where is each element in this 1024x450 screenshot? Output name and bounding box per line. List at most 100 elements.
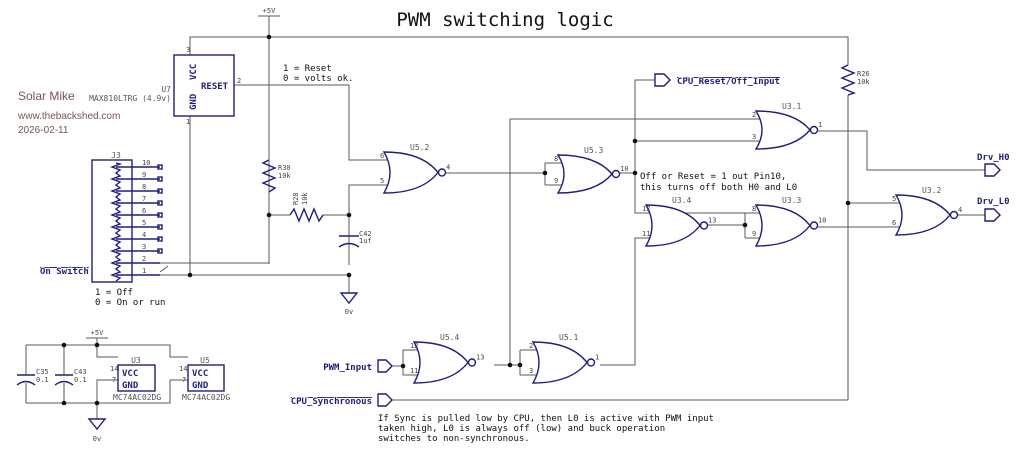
r28-resistor: R28 10k: [289, 192, 324, 223]
reset-note-1: 1 = Reset: [283, 64, 332, 74]
vcc-symbol-top: +5V: [258, 7, 280, 17]
svg-text:C43: C43: [74, 368, 87, 376]
gate-pin: 9: [752, 230, 756, 238]
j3-note-2: 0 = On or run: [95, 298, 165, 308]
gate-pin: 5: [380, 177, 384, 185]
gate-ref: U3.2: [922, 186, 941, 195]
gate-ref: U5.1: [559, 333, 578, 342]
port-pwm-input[interactable]: PWM_Input: [323, 359, 393, 373]
gate-ref: U3.3: [782, 196, 801, 205]
u7-reset-supervisor: VCC GND RESET 2 3 1 U7 MAX810LTRG (4.9v): [89, 46, 241, 126]
gate-ref: U5.4: [440, 333, 459, 342]
gate-pin: 8: [554, 155, 558, 163]
svg-text:MAX810LTRG (4.9v): MAX810LTRG (4.9v): [89, 94, 171, 103]
svg-text:10k: 10k: [301, 192, 309, 205]
j3-pin-number: 4: [142, 231, 146, 239]
gate-pin: 3: [752, 133, 756, 141]
svg-text:0.1: 0.1: [36, 376, 49, 384]
svg-text:VCC: VCC: [122, 369, 138, 379]
ground-symbol: 0v: [339, 292, 359, 316]
c42-capacitor: C42 1uf: [338, 230, 372, 248]
gate-pin: 13: [476, 354, 484, 362]
gate-pin: 5: [892, 195, 896, 203]
r30-resistor: R30 10k: [261, 159, 291, 193]
gate-pin: 1: [818, 121, 822, 129]
svg-text:C35: C35: [36, 368, 49, 376]
j3-pin-number: 3: [142, 243, 146, 251]
gate-ref: U5.3: [584, 146, 603, 155]
svg-text:1uf: 1uf: [359, 237, 372, 245]
j3-pin-number: 7: [142, 195, 146, 203]
author-date: 2026-02-11: [18, 125, 69, 136]
j3-pin-number: 8: [142, 183, 146, 191]
svg-text:3: 3: [186, 46, 190, 54]
svg-text:GND: GND: [192, 381, 209, 391]
svg-text:14: 14: [179, 365, 187, 373]
j3-pin-number: 6: [142, 207, 146, 215]
gate-pin: 13: [708, 217, 716, 225]
gate-pin: 6: [892, 219, 896, 227]
junctions: [187, 34, 851, 369]
port-drv-l0[interactable]: Drv_L0: [977, 197, 1010, 222]
nor-gate-u3-2: U3.2 5 6 4: [892, 186, 962, 236]
svg-text:R28: R28: [292, 192, 300, 205]
svg-text:Drv_L0: Drv_L0: [977, 197, 1010, 207]
gate-pin: 10: [620, 165, 628, 173]
svg-text:GND: GND: [122, 381, 139, 391]
svg-text:MC74AC02DG: MC74AC02DG: [182, 393, 230, 402]
sync-note-2: taken high, L0 is always off (low) and b…: [378, 424, 665, 434]
j3-pin-number: 1: [142, 267, 146, 275]
gate-ref: U5.2: [410, 143, 429, 152]
off-note-1: Off or Reset = 1 out Pin10,: [640, 172, 786, 182]
j3-pin-number: 2: [142, 255, 146, 263]
j3-pin-number: 9: [142, 171, 146, 179]
author-site: www.thebackshed.com: [17, 111, 120, 122]
gate-pin: 4: [446, 164, 450, 172]
gate-pin: 1: [595, 354, 599, 362]
svg-text:U7: U7: [161, 85, 171, 94]
svg-text:MC74AC02DG: MC74AC02DG: [113, 393, 161, 402]
reset-note-2: 0 = volts ok.: [283, 74, 353, 84]
author-name: Solar Mike: [18, 89, 75, 103]
svg-text:7: 7: [182, 376, 186, 384]
u3-power-unit: U3 VCC GND 14 7 MC74AC02DG: [110, 356, 161, 402]
svg-text:Drv_H0: Drv_H0: [977, 153, 1010, 163]
port-cpu-reset[interactable]: CPU_Reset/Off_Input: [654, 73, 780, 87]
j3-pin-number: 10: [142, 159, 150, 167]
svg-text:0v: 0v: [93, 435, 101, 443]
gate-pin: 11: [642, 230, 650, 238]
sync-note-1: If Sync is pulled low by CPU, then L0 is…: [378, 414, 714, 424]
gate-pin: 4: [958, 206, 962, 214]
svg-text:7: 7: [112, 376, 116, 384]
nor-gates: U5.2654U5.38910U3.1231U3.4121113U3.38910…: [380, 102, 962, 384]
svg-text:U5: U5: [200, 356, 210, 365]
svg-text:PWM_Input: PWM_Input: [323, 363, 372, 373]
svg-text:C42: C42: [359, 230, 372, 238]
svg-text:2: 2: [237, 77, 241, 85]
on-switch-label: On Switch: [40, 266, 89, 277]
gate-pin: 2: [529, 342, 533, 350]
svg-text:R30: R30: [278, 164, 291, 172]
gate-ref: U3.4: [672, 196, 691, 205]
port-drv-h0[interactable]: Drv_H0: [977, 153, 1010, 177]
j3-pin-number: 5: [142, 219, 146, 227]
port-cpu-synchronous[interactable]: CPU_Synchronous: [291, 393, 393, 407]
svg-text:0.1: 0.1: [74, 376, 87, 384]
svg-text:10k: 10k: [278, 172, 291, 180]
svg-text:+5V: +5V: [91, 329, 104, 337]
svg-text:U3: U3: [131, 356, 141, 365]
gate-pin: 12: [410, 342, 418, 350]
gate-pin: 6: [380, 152, 384, 160]
svg-text:+5V: +5V: [263, 7, 276, 15]
gate-pin: 3: [529, 367, 533, 375]
nor-gate-u5-2: U5.2 6 5 4: [380, 143, 450, 194]
